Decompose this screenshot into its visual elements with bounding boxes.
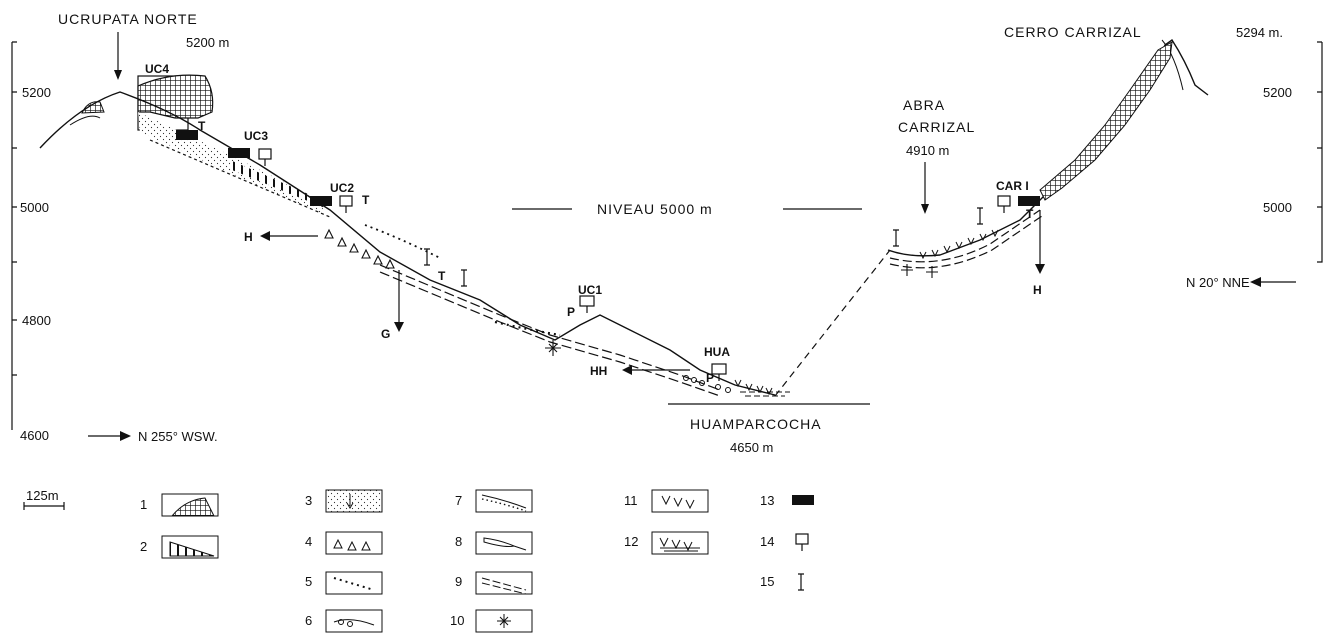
site-car: CAR I [996,179,1029,193]
abra-altitude: 4910 m [906,143,949,158]
huamparcocha-altitude: 4650 m [730,440,773,455]
legend: 1 2 3 4 5 6 7 8 9 10 11 [140,489,814,633]
legend-num-13: 13 [760,493,774,508]
right-hatched-outcrop [1039,41,1173,201]
left-tick-4600: 4600 [20,428,49,443]
g-arrow-down-icon [394,322,404,332]
marker-t-1: T [198,119,206,133]
uc3-site-block [228,148,250,158]
marker-hh: HH [590,364,607,378]
site-flag-icons [258,148,1011,381]
site-uc4: UC4 [145,62,169,76]
left-elevation-axis: 5200 5000 4800 4600 [11,41,51,443]
legend-num-8: 8 [455,534,462,549]
ucrupata-altitude: 5200 m [186,35,229,50]
marker-g: G [381,327,390,341]
marker-t-3: T [438,269,446,283]
legend-num-14: 14 [760,534,774,549]
car-site-block [1018,196,1040,206]
ucrupata-arrow-icon [114,70,122,80]
pebble-circles [683,375,731,393]
legend-num-15: 15 [760,574,774,589]
legend-num-4: 4 [305,534,312,549]
legend-num-3: 3 [305,493,312,508]
marker-h-left: H [244,230,253,244]
abra-arrow-icon [921,204,929,214]
place-huamparcocha: HUAMPARCOCHA [690,416,822,432]
legend-num-5: 5 [305,574,312,589]
left-tick-5200: 5200 [22,85,51,100]
left-tick-4800: 4800 [22,313,51,328]
marker-p-1: P [567,305,575,319]
marker-t-2: T [362,193,370,207]
uc4-site-block [176,130,198,140]
svg-text:125m: 125m [26,488,59,503]
uc2-site-block [310,196,332,206]
svg-text:N 255° WSW.: N 255° WSW. [138,429,218,444]
marker-h-right: H [1033,283,1042,297]
hh-arrow-left-icon [622,365,632,375]
i-marker-icons [424,207,983,287]
legend-num-6: 6 [305,613,312,628]
legend-num-12: 12 [624,534,638,549]
svg-text:N 20° NNE: N 20° NNE [1186,275,1250,290]
legend-num-1: 1 [140,497,147,512]
star-symbol-icons [545,264,938,356]
site-uc1: UC1 [578,283,602,297]
right-elevation-axis: 5200 5000 [1263,41,1323,263]
place-ucrupata-norte: UCRUPATA NORTE [58,11,198,27]
left-vertical-strata [230,160,325,208]
legend-num-9: 9 [455,574,462,589]
place-cerro-carrizal: CERRO CARRIZAL [1004,24,1142,40]
site-uc3: UC3 [244,129,268,143]
uc4-hatched-outcrop [137,74,214,119]
topographic-profile-left [39,91,776,396]
scale-bar: 125m [23,488,65,510]
marker-t-4: T [1026,207,1034,221]
place-abra: ABRA [903,97,945,113]
left-tick-5000: 5000 [20,200,49,215]
vegetation-marks [734,229,999,397]
arrow-left-icon [1250,277,1261,287]
right-tick-5000: 5000 [1263,200,1292,215]
h-arrow-down-icon [1035,264,1045,274]
place-carrizal: CARRIZAL [898,119,975,135]
legend-num-11: 11 [624,493,638,508]
legend-num-10: 10 [450,613,464,628]
right-tick-5200: 5200 [1263,85,1292,100]
level-5000-label: NIVEAU 5000 m [597,201,713,217]
projection-dashed-line [774,249,891,397]
site-hua: HUA [704,345,730,359]
direction-left: N 255° WSW. [88,429,218,444]
legend-num-7: 7 [455,493,462,508]
site-uc2: UC2 [330,181,354,195]
marker-p-2: P [706,371,714,385]
h-arrow-left-icon [260,231,270,241]
direction-right: N 20° NNE [1186,275,1296,290]
legend-num-2: 2 [140,539,147,554]
breccia-triangles [324,228,395,269]
cerro-altitude: 5294 m. [1236,25,1283,40]
arrow-right-icon [120,431,131,441]
